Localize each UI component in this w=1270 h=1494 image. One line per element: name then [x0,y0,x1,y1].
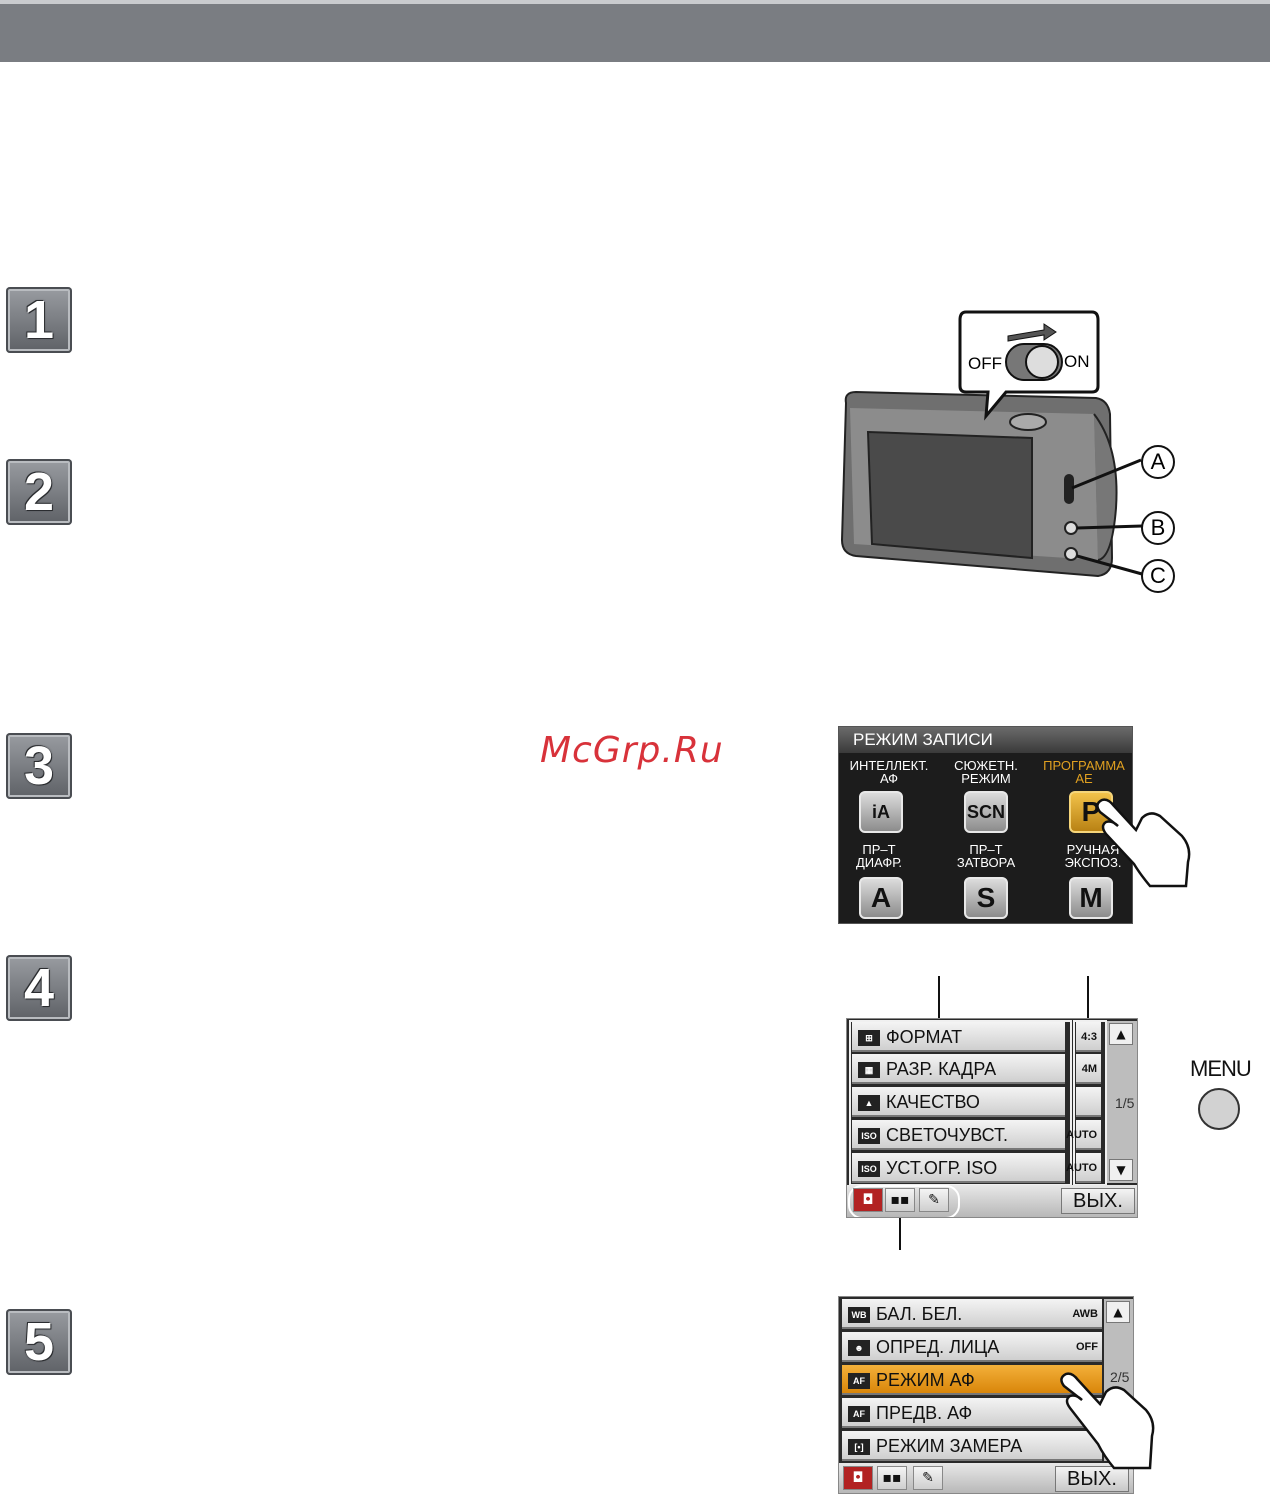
leader-line-tabs [899,1214,901,1250]
step-badge-5: 5 [6,1309,72,1375]
metering-icon: [•] [848,1439,870,1456]
step-badge-3: 3 [6,733,72,799]
menu-tab-bar-2: ◘ ▪▪ ✎ ВЫХ. [839,1463,1133,1493]
switch-on-label: ON [1064,352,1090,371]
af-mode-icon: AF [848,1373,870,1390]
scroll-down-button[interactable]: ▼ [1109,1159,1133,1181]
camera-tab-icon: ◘ [852,1470,864,1486]
pre-af-icon: AF [848,1406,870,1423]
exit-button[interactable]: ВЫХ. [1061,1188,1135,1214]
leader-line-values [1087,976,1089,1022]
exit-button-2[interactable]: ВЫХ. [1055,1466,1129,1492]
page-indicator: 1/5 [1115,1095,1135,1111]
callout-b: B [1141,511,1175,545]
tab-motion-picture[interactable]: ▪▪ [885,1188,915,1212]
picture-size-icon: ▦ [858,1062,880,1079]
mode-button-intelligent-auto[interactable]: iA [859,791,903,833]
step-badge-4: 4 [6,955,72,1021]
movie-tab-icon: ▪▪ [882,1470,902,1486]
menu-value-sensitivity: AUTO [1066,1120,1101,1150]
scroll-up-button[interactable]: ▲ [1109,1023,1133,1045]
tab-record-2[interactable]: ◘ [843,1466,873,1490]
mode-label-intelligent: ИНТЕЛЛЕКТ.АФ [849,758,929,786]
camera-tab-icon: ◘ [862,1192,874,1208]
menu-button[interactable] [1198,1088,1240,1130]
menu-value-quality [1076,1087,1101,1117]
leader-line-items [938,976,940,1022]
menu-item-aspect[interactable]: ⊞ФОРМАТ [852,1022,1065,1052]
callout-c: C [1141,559,1175,593]
recording-mode-screen: РЕЖИМ ЗАПИСИ ИНТЕЛЛЕКТ.АФ СЮЖЕТН.РЕЖИМ П… [838,726,1133,924]
wrench-icon: ✎ [922,1470,934,1486]
wb-icon: WB [848,1307,870,1324]
watermark: McGrp.Ru [540,730,724,771]
menu-item-quality[interactable]: ▲КАЧЕСТВО [852,1087,1065,1117]
menu-item-picture-size[interactable]: ▦РАЗР. КАДРА [852,1054,1065,1084]
camera-illustration: OFF ON A B C [836,308,1186,598]
switch-off-label: OFF [968,354,1002,373]
mode-screen-title: РЕЖИМ ЗАПИСИ [839,727,1132,753]
menu-button-label: MENU [1190,1056,1252,1081]
quality-icon: ▲ [858,1095,880,1112]
tab-setup[interactable]: ✎ [919,1188,949,1212]
mode-label-scene: СЮЖЕТН.РЕЖИМ [954,758,1018,786]
header-bar [0,0,1270,62]
tabs-highlight-frame [848,1185,960,1217]
page-indicator-2: 2/5 [1110,1369,1130,1385]
menu-tab-bar: ◘ ▪▪ ✎ ВЫХ. [847,1185,1137,1217]
mode-button-scene[interactable]: SCN [964,791,1008,833]
step-badge-2: 2 [6,459,72,525]
aspect-icon: ⊞ [858,1030,880,1047]
finger-pointer-icon [1096,798,1191,888]
scrollbar[interactable]: ▲ 1/5 ▼ [1107,1021,1137,1183]
mode-button-manual[interactable]: M [1069,877,1113,919]
mode-button-shutter[interactable]: S [964,877,1008,919]
scroll-up-button-2[interactable]: ▲ [1106,1301,1130,1323]
menu-value-aspect: 4:3 [1076,1022,1101,1052]
iso-icon: ISO [858,1128,880,1145]
movie-tab-icon: ▪▪ [890,1192,910,1208]
callout-a: A [1141,445,1175,479]
menu-item-metering-mode[interactable]: [•]РЕЖИМ ЗАМЕРА [842,1431,1102,1461]
tab-record[interactable]: ◘ [853,1188,883,1212]
finger-pointer-icon [1060,1372,1155,1470]
menu-value-iso-limit: AUTO [1066,1153,1101,1183]
camera-icon [840,310,1143,578]
iso-limit-icon: ISO [858,1161,880,1178]
tab-setup-2[interactable]: ✎ [913,1466,943,1490]
wrench-icon: ✎ [928,1192,940,1208]
tab-motion-picture-2[interactable]: ▪▪ [877,1466,907,1490]
menu-value-picture-size: 4M [1076,1054,1101,1084]
mode-button-aperture[interactable]: A [859,877,903,919]
step-badge-1: 1 [6,287,72,353]
face-icon: ☻ [848,1340,870,1357]
